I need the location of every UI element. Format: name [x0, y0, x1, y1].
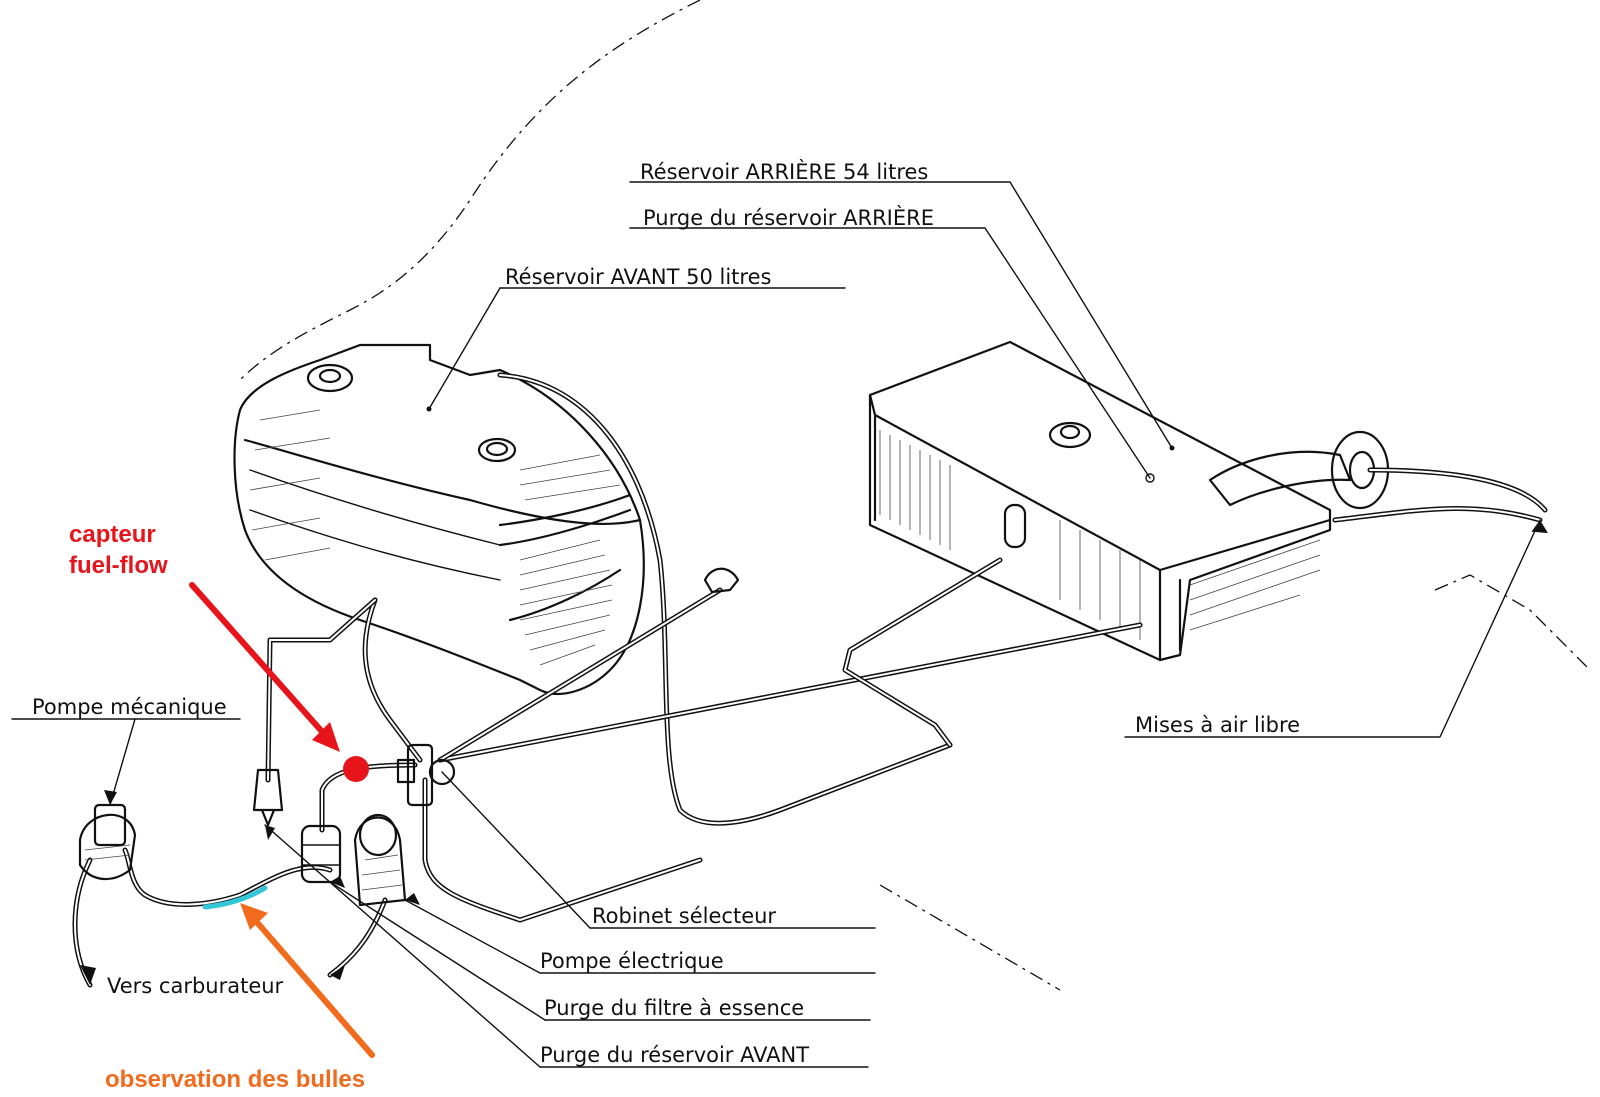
bubble-arrowhead: [240, 903, 268, 930]
label-mechanical-pump: Pompe mécanique: [32, 695, 227, 719]
bubble-observation-annotation: observation des bulles: [105, 903, 375, 1093]
front-tank: [233, 343, 645, 695]
rear-drain-plug: [703, 567, 740, 594]
label-electric-pump: Pompe électrique: [540, 949, 724, 973]
label-fuel-filter-drain: Purge du filtre à essence: [544, 996, 804, 1020]
label-front-tank: Réservoir AVANT 50 litres: [505, 265, 771, 289]
fuel-lines: [72, 372, 1548, 988]
fuel-flow-sensor-annotation: capteur fuel-flow: [69, 521, 369, 782]
label-rear-tank: Réservoir ARRIÈRE 54 litres: [640, 159, 928, 184]
electric-pump: [353, 813, 407, 907]
fuel-filter: [300, 824, 342, 884]
sensor-arrow: [189, 582, 328, 738]
leader-lines: [11, 181, 1541, 1068]
sensor-arrowhead: [312, 722, 340, 752]
fuselage-outline-right: [1434, 574, 1591, 671]
annotation-sensor-line1: capteur: [69, 521, 156, 548]
annotation-bubble: observation des bulles: [105, 1066, 365, 1093]
label-front-tank-drain: Purge du réservoir AVANT: [540, 1043, 809, 1067]
label-to-carburetor: Vers carburateur: [107, 974, 284, 998]
front-drain-plug: [252, 768, 284, 827]
fuselage-outline: [239, 0, 701, 381]
bubble-arrow: [252, 917, 375, 1058]
annotation-sensor-line2: fuel-flow: [69, 552, 168, 579]
rear-tank: [868, 340, 1390, 662]
bubble-observation-pipe: [202, 885, 268, 910]
selector-valve: [396, 743, 456, 807]
label-rear-tank-drain: Purge du réservoir ARRIÈRE: [643, 205, 934, 230]
label-air-vents: Mises à air libre: [1135, 713, 1300, 737]
leader-arrowheads: [80, 520, 1548, 985]
fuselage-outline-bottom: [879, 884, 1061, 991]
red-dot-icon: [343, 756, 369, 782]
label-selector-valve: Robinet sélecteur: [592, 904, 776, 928]
